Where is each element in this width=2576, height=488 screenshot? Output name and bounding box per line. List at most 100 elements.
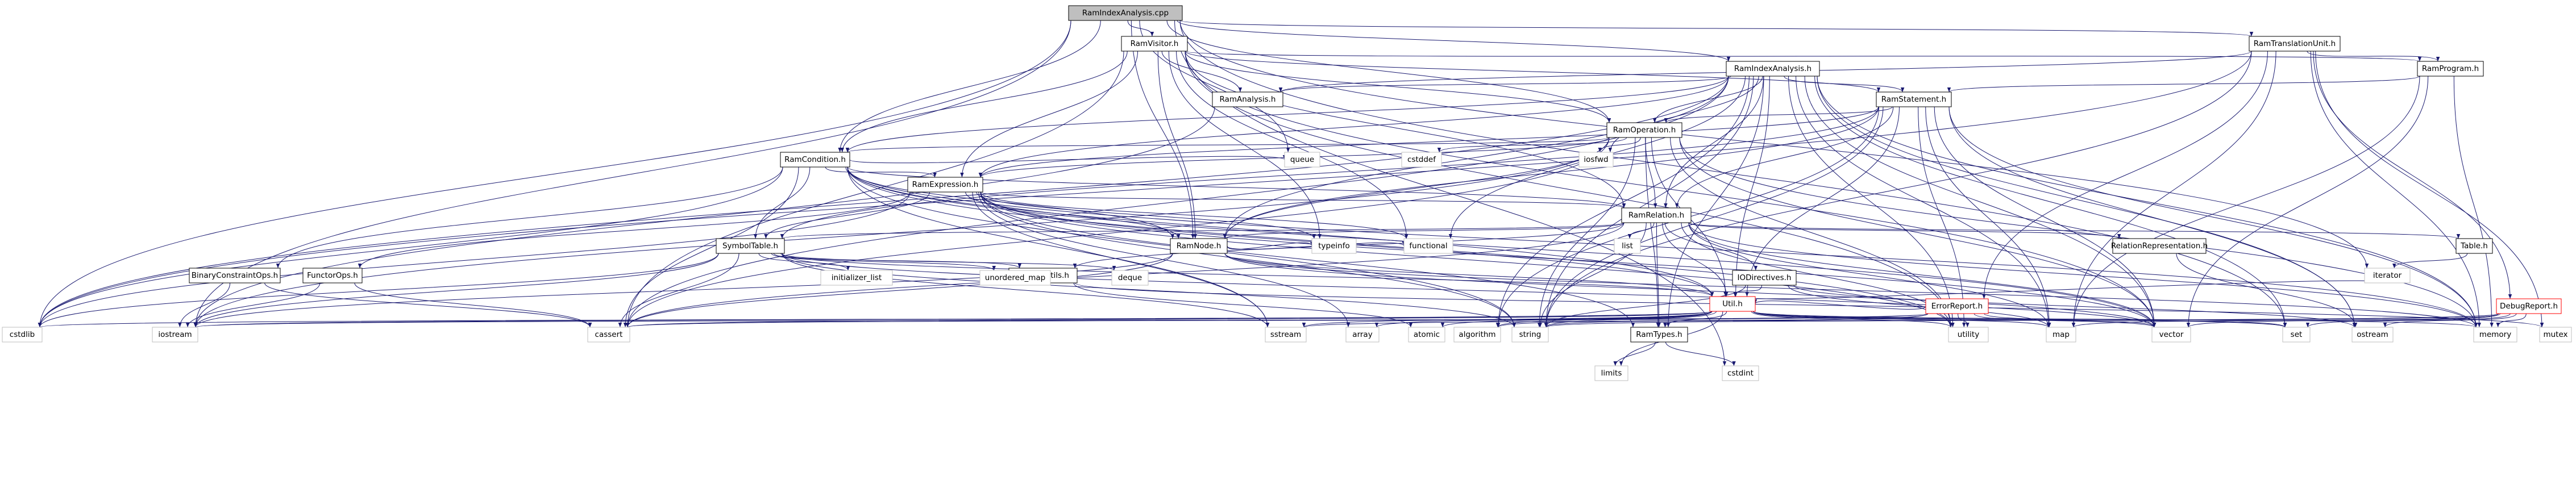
node-iostream-box <box>152 327 198 343</box>
node-iostream-label: iostream <box>158 330 192 339</box>
edge-root-to-cstdint <box>1174 20 1727 366</box>
edge-ramtypes-to-cstdint <box>1665 341 1736 366</box>
edge-condition-to-memory <box>847 166 2478 328</box>
node-fops[interactable]: FunctorOps.h <box>302 268 363 283</box>
node-string: string <box>1511 327 1549 343</box>
edge-expression-to-string <box>980 191 1516 328</box>
edge-err-to-algorithm <box>1497 313 1929 328</box>
node-statement-box <box>1876 91 1952 107</box>
node-table-label: Table.h <box>2460 241 2488 251</box>
node-atomic-label: atomic <box>1414 330 1440 339</box>
node-relrep[interactable]: RelationRepresentation.h <box>2111 238 2208 254</box>
edge-program-to-vector <box>2186 76 2429 328</box>
node-err[interactable]: ErrorReport.h <box>1925 298 1989 314</box>
node-symtab[interactable]: SymbolTable.h <box>716 238 785 254</box>
edge-ria_h-to-util <box>1734 76 1770 297</box>
node-umap-box <box>979 270 1051 286</box>
edge-tu-to-cstdlib <box>38 51 2252 328</box>
node-limits-box <box>1594 365 1628 381</box>
node-memory: memory <box>2473 327 2517 343</box>
edge-root-to-ria_h <box>1177 20 1730 62</box>
node-tu-label: RamTranslationUnit.h <box>2254 39 2336 48</box>
edge-condition-to-cstdlib <box>38 166 783 328</box>
node-table[interactable]: Table.h <box>2455 238 2493 254</box>
node-condition[interactable]: RamCondition.h <box>780 152 850 168</box>
node-initlist: initializer_list <box>820 270 893 286</box>
edge-statement-to-map <box>1925 106 2051 328</box>
node-bco[interactable]: BinaryConstraintOps.h <box>189 268 281 283</box>
node-dbg[interactable]: DebugReport.h <box>2496 298 2562 314</box>
edge-expression-to-fops <box>358 191 911 269</box>
edge-condition-to-vector <box>847 166 2157 328</box>
edge-util-to-iostream <box>194 311 1713 328</box>
edge-expression-to-ramtypes <box>980 191 1635 328</box>
node-visitor-box <box>1121 36 1188 52</box>
edge-ria_h-to-ramnode <box>1223 76 1729 239</box>
node-ria_h[interactable]: RamIndexAnalysis.h <box>1726 61 1820 77</box>
node-iodir[interactable]: IODirectives.h <box>1732 270 1797 286</box>
node-util[interactable]: Util.h <box>1709 296 1756 312</box>
edge-fops-to-iostream <box>186 282 321 328</box>
edge-dbg-to-ostream <box>2383 313 2517 328</box>
edge-err-to-cassert <box>626 313 1929 328</box>
node-analysis[interactable]: RamAnalysis.h <box>1212 91 1283 107</box>
edge-expression-to-relation <box>980 191 1626 208</box>
edge-tu-to-err <box>1982 51 2268 299</box>
edge-expression-to-vector <box>980 191 2157 328</box>
node-limits: limits <box>1594 365 1628 381</box>
node-visitor[interactable]: RamVisitor.h <box>1121 36 1188 52</box>
edge-ramtypes-to-limits <box>1613 341 1656 366</box>
node-dbg-label: DebugReport.h <box>2500 302 2558 311</box>
edge-dbg-to-string <box>1544 313 2499 328</box>
node-statement[interactable]: RamStatement.h <box>1876 91 1952 107</box>
node-vector: vector <box>2151 327 2191 343</box>
edge-bco-to-cassert <box>264 282 592 328</box>
edge-util-to-vector <box>1752 311 2156 328</box>
edge-iodir-to-util <box>1733 285 1763 297</box>
edge-expression-to-symtab <box>764 191 930 239</box>
edge-ramnode-to-typeinfo <box>1227 241 1314 250</box>
edge-operation-to-iostream <box>193 137 1610 328</box>
node-atomic: atomic <box>1408 327 1445 343</box>
node-iterator-box <box>2364 268 2411 283</box>
node-ramnode[interactable]: RamNode.h <box>1170 238 1228 254</box>
node-initlist-box <box>820 270 893 286</box>
edge-ria_h-to-iosfwd <box>1608 76 1759 153</box>
node-program[interactable]: RamProgram.h <box>2417 61 2484 77</box>
node-set: set <box>2282 327 2311 343</box>
edge-relation-to-symtab <box>780 222 1624 239</box>
node-deque-label: deque <box>1118 273 1142 282</box>
node-root[interactable]: RamIndexAnalysis.cpp <box>1068 5 1183 21</box>
node-functional-label: functional <box>1409 241 1447 251</box>
node-limits-label: limits <box>1601 369 1622 378</box>
node-ramtypes[interactable]: RamTypes.h <box>1630 327 1688 343</box>
edge-util-to-set <box>1752 311 2287 328</box>
edge-dbg-to-set <box>2305 313 2511 328</box>
edge-root-to-set <box>1179 20 2287 328</box>
edge-statement-to-operation <box>1664 106 1893 123</box>
node-iterator: iterator <box>2364 268 2411 283</box>
edge-statement-to-vector <box>1934 106 2157 328</box>
edge-ria_h-to-set <box>1814 76 2287 328</box>
node-relation[interactable]: RamRelation.h <box>1621 207 1692 223</box>
edge-root-to-visitor <box>1127 20 1154 37</box>
edge-root-to-condition <box>838 20 1101 153</box>
edge-ria_h-to-condition <box>845 76 1729 153</box>
edge-operation-to-ramtypes <box>1645 137 1660 328</box>
edge-root-to-operation <box>1166 20 1611 123</box>
node-cstdint-label: cstdint <box>1727 369 1754 378</box>
node-expression[interactable]: RamExpression.h <box>907 177 983 193</box>
edge-condition-to-symtab <box>753 166 811 239</box>
node-utility-box <box>1948 327 1989 343</box>
node-operation[interactable]: RamOperation.h <box>1606 122 1682 138</box>
node-array-label: array <box>1352 330 1372 339</box>
node-bco-label: BinaryConstraintOps.h <box>192 271 278 280</box>
node-tu[interactable]: RamTranslationUnit.h <box>2249 36 2341 52</box>
node-queue-label: queue <box>1290 155 1314 164</box>
node-bco-box <box>189 268 281 283</box>
edge-tu-to-program <box>2307 51 2440 62</box>
node-ostream-label: ostream <box>2357 330 2388 339</box>
node-iterator-label: iterator <box>2373 271 2402 280</box>
edge-ria_h-to-memory <box>1817 76 2478 328</box>
node-cstddef-box <box>1401 152 1442 168</box>
